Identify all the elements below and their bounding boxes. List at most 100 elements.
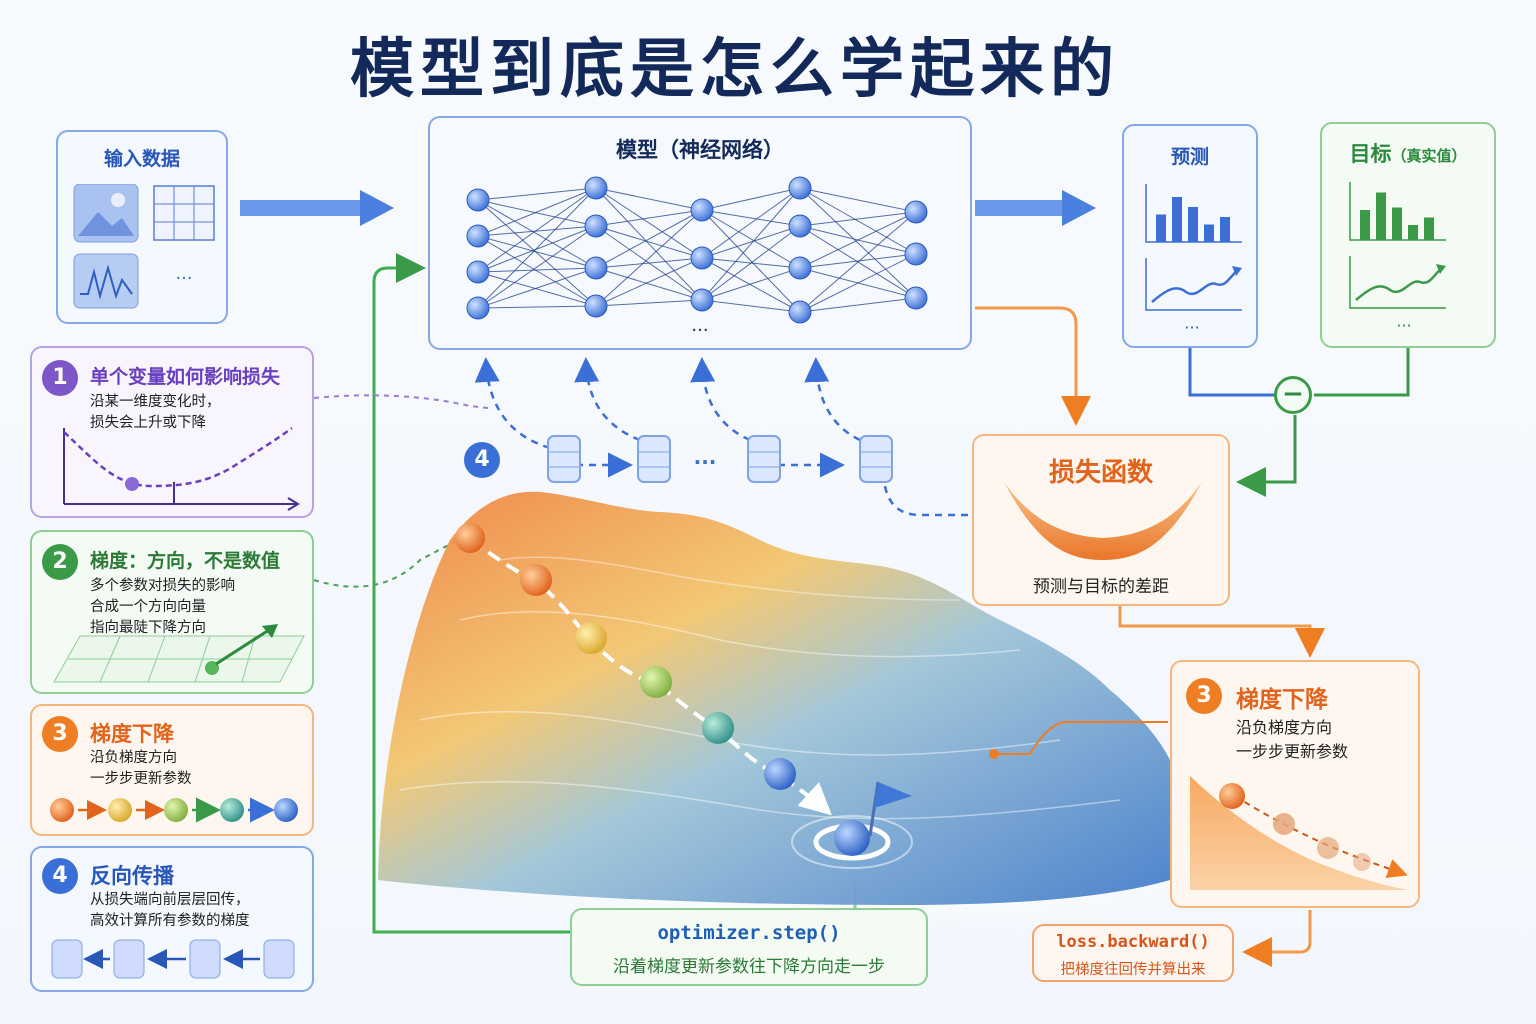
- prediction-charts: [1145, 184, 1242, 311]
- mini-bar-3: [1204, 224, 1214, 242]
- loss-curve-icon: [1004, 482, 1202, 560]
- layer-box-3: [747, 435, 781, 483]
- loss-title: 损失函数: [1048, 458, 1153, 488]
- step-2-badge: 2: [42, 544, 78, 580]
- step-card-2: 2 梯度：方向，不是数值 多个参数对损失的影响 合成一个方向向量 指向最陡下降方…: [30, 530, 314, 694]
- step-1-title: 单个变量如何影响损失: [90, 366, 281, 388]
- nn-node-3-1: [788, 214, 812, 238]
- step-4-line-1: 从损失端向前层层回传，: [90, 892, 250, 908]
- step-3-desc: 沿负梯度方向 一步步更新参数: [90, 748, 192, 790]
- step-3-title: 梯度下降: [90, 722, 174, 746]
- model-more: ···: [691, 320, 709, 341]
- optimizer-code: optimizer.step(): [657, 922, 841, 944]
- gd-card-line-2: 一步步更新参数: [1236, 742, 1349, 761]
- backward-desc: 把梯度往回传并算出来: [1060, 962, 1206, 978]
- input-icons: [73, 184, 215, 309]
- descent-ball-1: [455, 523, 485, 553]
- loss-landscape: [378, 491, 1270, 930]
- optimizer-desc: 沿着梯度更新参数往下降方向走一步: [613, 957, 885, 977]
- backprop-step-badge: 4: [464, 442, 500, 478]
- descent-ball-2: [520, 564, 552, 596]
- model-card: 模型（神经网络） ···: [428, 116, 972, 350]
- step-3-line-2: 一步步更新参数: [90, 771, 192, 787]
- step-3-line-1: 沿负梯度方向: [90, 750, 177, 766]
- step-card-3: 3 梯度下降 沿负梯度方向 一步步更新参数: [30, 704, 314, 836]
- optimizer-step-box: optimizer.step() 沿着梯度更新参数往下降方向走一步: [570, 908, 928, 986]
- step-4-desc: 从损失端向前层层回传， 高效计算所有参数的梯度: [90, 890, 250, 932]
- nn-node-2-1: [690, 246, 714, 270]
- mini-bar-4: [1220, 217, 1230, 242]
- target-charts: [1349, 182, 1446, 309]
- loss-desc: 预测与目标的差距: [1033, 577, 1169, 597]
- gd-card-desc: 沿负梯度方向 一步步更新参数: [1236, 716, 1348, 764]
- nn-node-1-2: [584, 256, 608, 280]
- mini-bar-2: [1392, 207, 1402, 240]
- prediction-title: 预测: [1170, 146, 1209, 168]
- step-4-badge: 4: [42, 858, 78, 894]
- loss-function-card: 损失函数 预测与目标的差距: [972, 434, 1230, 606]
- gd-card-badge: 3: [1186, 678, 1222, 714]
- prediction-more: ···: [1184, 318, 1200, 337]
- neural-network-graphic: [466, 176, 928, 324]
- step-1-badge: 1: [42, 360, 78, 396]
- mini-bar-1: [1172, 197, 1182, 242]
- nn-node-0-2: [466, 260, 490, 284]
- prediction-card: 预测 ···: [1122, 124, 1258, 348]
- waveform-icon: [73, 253, 139, 309]
- descent-ball-3: [575, 622, 607, 654]
- nn-node-4-0: [904, 200, 928, 224]
- nn-node-0-1: [466, 224, 490, 248]
- target-card: 目标（真实值） ···: [1320, 122, 1496, 348]
- flag-icon: [868, 781, 912, 837]
- layers-more: ···: [693, 450, 717, 474]
- nn-node-3-0: [788, 176, 812, 200]
- nn-node-1-3: [584, 294, 608, 318]
- mini-bar-1: [1376, 192, 1386, 240]
- step-4-layers-graphic: [51, 939, 295, 979]
- gradient-descent-card: 3 梯度下降 沿负梯度方向 一步步更新参数: [1170, 660, 1420, 908]
- step-2-gradient-graphic: [53, 624, 305, 683]
- table-icon: [153, 185, 215, 241]
- step-4-line-2: 高效计算所有参数的梯度: [90, 913, 250, 929]
- nn-node-1-1: [584, 214, 608, 238]
- mini-bar-4: [1424, 217, 1434, 240]
- step-3-badge: 3: [42, 716, 78, 752]
- nn-node-1-0: [584, 176, 608, 200]
- target-subtitle: （真实值）: [1391, 147, 1467, 165]
- page-title: 模型到底是怎么学起来的: [350, 33, 1120, 107]
- input-data-title: 输入数据: [103, 148, 180, 170]
- input-more: ···: [175, 268, 193, 289]
- mini-bar-0: [1360, 210, 1370, 240]
- step-2-line-2: 合成一个方向向量: [90, 599, 206, 615]
- nn-node-2-2: [690, 288, 714, 312]
- image-icon: [73, 184, 139, 243]
- target-more: ···: [1396, 316, 1412, 335]
- descent-ball-6: [764, 758, 796, 790]
- backward-code: loss.backward(): [1056, 932, 1210, 952]
- layer-box-2: [637, 435, 671, 483]
- step-4-title: 反向传播: [90, 864, 174, 888]
- nn-node-4-1: [904, 242, 928, 266]
- step-2-title: 梯度：方向，不是数值: [90, 550, 281, 572]
- input-data-card: 输入数据 ···: [56, 130, 228, 324]
- nn-node-0-0: [466, 188, 490, 212]
- mini-bar-2: [1188, 207, 1198, 242]
- step-card-4: 4 反向传播 从损失端向前层层回传， 高效计算所有参数的梯度: [30, 846, 314, 992]
- descent-ball-5: [702, 712, 734, 744]
- gd-slope-graphic: [1190, 776, 1408, 890]
- nn-node-3-3: [788, 300, 812, 324]
- step-2-line-3: 指向最陡下降方向: [90, 620, 206, 636]
- gd-card-title: 梯度下降: [1236, 687, 1328, 713]
- layer-box-1: [547, 435, 581, 483]
- model-title: 模型（神经网络）: [616, 138, 784, 162]
- minus-operator: −: [1274, 376, 1312, 414]
- loss-backward-box: loss.backward() 把梯度往回传并算出来: [1032, 924, 1234, 982]
- mini-bar-0: [1156, 214, 1166, 242]
- step-card-1: 1 单个变量如何影响损失 沿某一维度变化时， 损失会上升或下降: [30, 346, 314, 518]
- step-1-line-1: 沿某一维度变化时，: [90, 394, 221, 410]
- nn-node-2-0: [690, 198, 714, 222]
- nn-node-3-2: [788, 256, 812, 280]
- step-2-desc: 多个参数对损失的影响 合成一个方向向量 指向最陡下降方向: [90, 576, 235, 639]
- layer-box-4: [859, 435, 893, 483]
